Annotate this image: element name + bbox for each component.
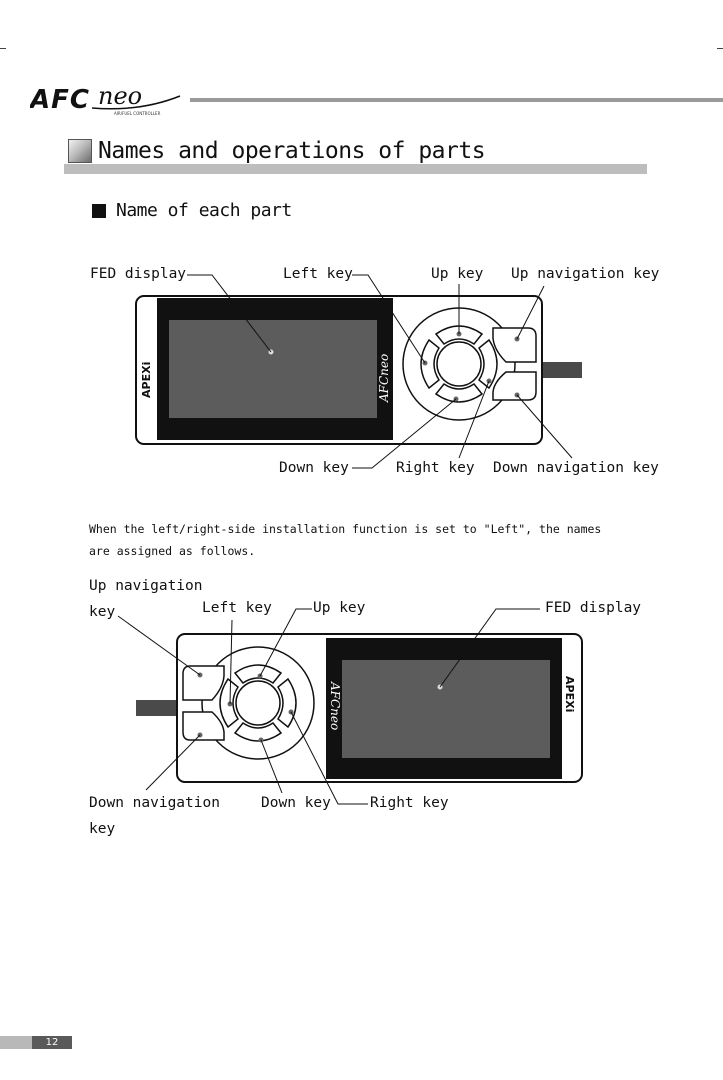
- fig2-leader-down: [260, 739, 283, 794]
- fig2-label-down-nav-line1: Down navigation: [89, 795, 220, 811]
- fig1-apexi-mark: APEXi: [140, 362, 153, 398]
- header-rule: [190, 98, 723, 102]
- fig2-up-key[interactable]: [233, 664, 283, 685]
- square-bullet-icon: [92, 203, 106, 218]
- svg-text:neo: neo: [98, 82, 142, 110]
- fig2-cable: [136, 700, 178, 716]
- fig2-up-nav-key[interactable]: [182, 665, 225, 701]
- fig1-down-nav-key[interactable]: [492, 371, 537, 401]
- crop-mark-right: [717, 48, 723, 49]
- fig1-label-up-key: Up key: [431, 266, 484, 282]
- fig2-label-right-key: Right key: [370, 795, 449, 811]
- fig2-keypad-center: [235, 680, 281, 726]
- page-number-badge: 12: [0, 1036, 72, 1049]
- fig1-label-up-nav-key: Up navigation key: [511, 266, 660, 282]
- fig1-label-fed-display: FED display: [90, 266, 187, 282]
- title-bullet-icon: [68, 139, 92, 163]
- fig1-down-key[interactable]: [434, 382, 484, 403]
- fig1-afc-mark: AFCneo: [377, 354, 391, 403]
- fig2-right-key[interactable]: [277, 677, 297, 729]
- svg-text:AFC: AFC: [30, 85, 90, 115]
- brand-header: AFC neo AIR/FUEL CONTROLLER: [30, 82, 723, 118]
- fig1-leader-fed: [187, 274, 272, 353]
- fig2-apexi-mark: APEXi: [563, 676, 576, 712]
- fig2-label-up-nav-line2: key: [89, 604, 116, 620]
- fig2-down-key[interactable]: [233, 721, 283, 742]
- crop-mark-left: [0, 48, 6, 49]
- fig2-down-nav-key[interactable]: [182, 711, 225, 741]
- fig2-label-down-key: Down key: [261, 795, 331, 811]
- fig2-label-up-nav-line1: Up navigation: [89, 578, 203, 594]
- fig1-cable: [542, 362, 582, 378]
- fig1-leader-right: [458, 380, 490, 459]
- fig1-left-key[interactable]: [420, 338, 440, 390]
- note-line-1: When the left/right-side installation fu…: [89, 522, 602, 536]
- fig2-leader-up: [259, 608, 312, 677]
- fig2-label-down-nav-line2: key: [89, 821, 116, 837]
- fig2-leader-upnav: [117, 615, 201, 676]
- device-diagram-right: APEXi AFCneo: [135, 274, 582, 469]
- fig1-right-key[interactable]: [478, 338, 498, 390]
- fig2-afc-mark: AFCneo: [328, 681, 342, 730]
- note-line-2: are assigned as follows.: [89, 544, 256, 558]
- fig1-fed-screen: [169, 320, 377, 418]
- subsection-title: Name of each part: [116, 200, 292, 221]
- title-underline-bar: [64, 164, 647, 174]
- fig2-label-up-key: Up key: [313, 600, 366, 616]
- fig2-fed-screen: [342, 660, 550, 758]
- section-title: Names and operations of parts: [68, 136, 486, 166]
- page-title: Names and operations of parts: [98, 138, 486, 164]
- fig1-leader-upnav: [516, 285, 545, 340]
- fig1-up-nav-key[interactable]: [492, 327, 537, 363]
- afc-neo-logo: AFC neo AIR/FUEL CONTROLLER: [30, 82, 181, 116]
- fig1-leader-downnav: [516, 394, 573, 459]
- fig2-label-fed-display: FED display: [545, 600, 642, 616]
- fig1-label-left-key: Left key: [283, 266, 353, 282]
- page-number-strip: [0, 1036, 32, 1049]
- fig2-label-left-key: Left key: [202, 600, 272, 616]
- fig2-leader-left: [229, 619, 233, 705]
- fig1-leader-down: [352, 398, 457, 469]
- fig2-leader-right: [290, 711, 368, 805]
- fig1-label-right-key: Right key: [396, 460, 475, 476]
- fig1-label-down-nav-key: Down navigation key: [493, 460, 659, 476]
- fig1-keypad-center: [436, 341, 482, 387]
- fig2-leader-fed: [439, 608, 540, 688]
- fig1-leader-left: [352, 274, 426, 364]
- fig2-leader-downnav: [145, 734, 201, 791]
- page-number: 12: [32, 1036, 72, 1049]
- device-diagram-left: AFCneo APEXi: [117, 608, 583, 805]
- subsection-heading: Name of each part: [92, 200, 292, 221]
- fig1-label-down-key: Down key: [279, 460, 349, 476]
- svg-text:AIR/FUEL CONTROLLER: AIR/FUEL CONTROLLER: [114, 111, 161, 116]
